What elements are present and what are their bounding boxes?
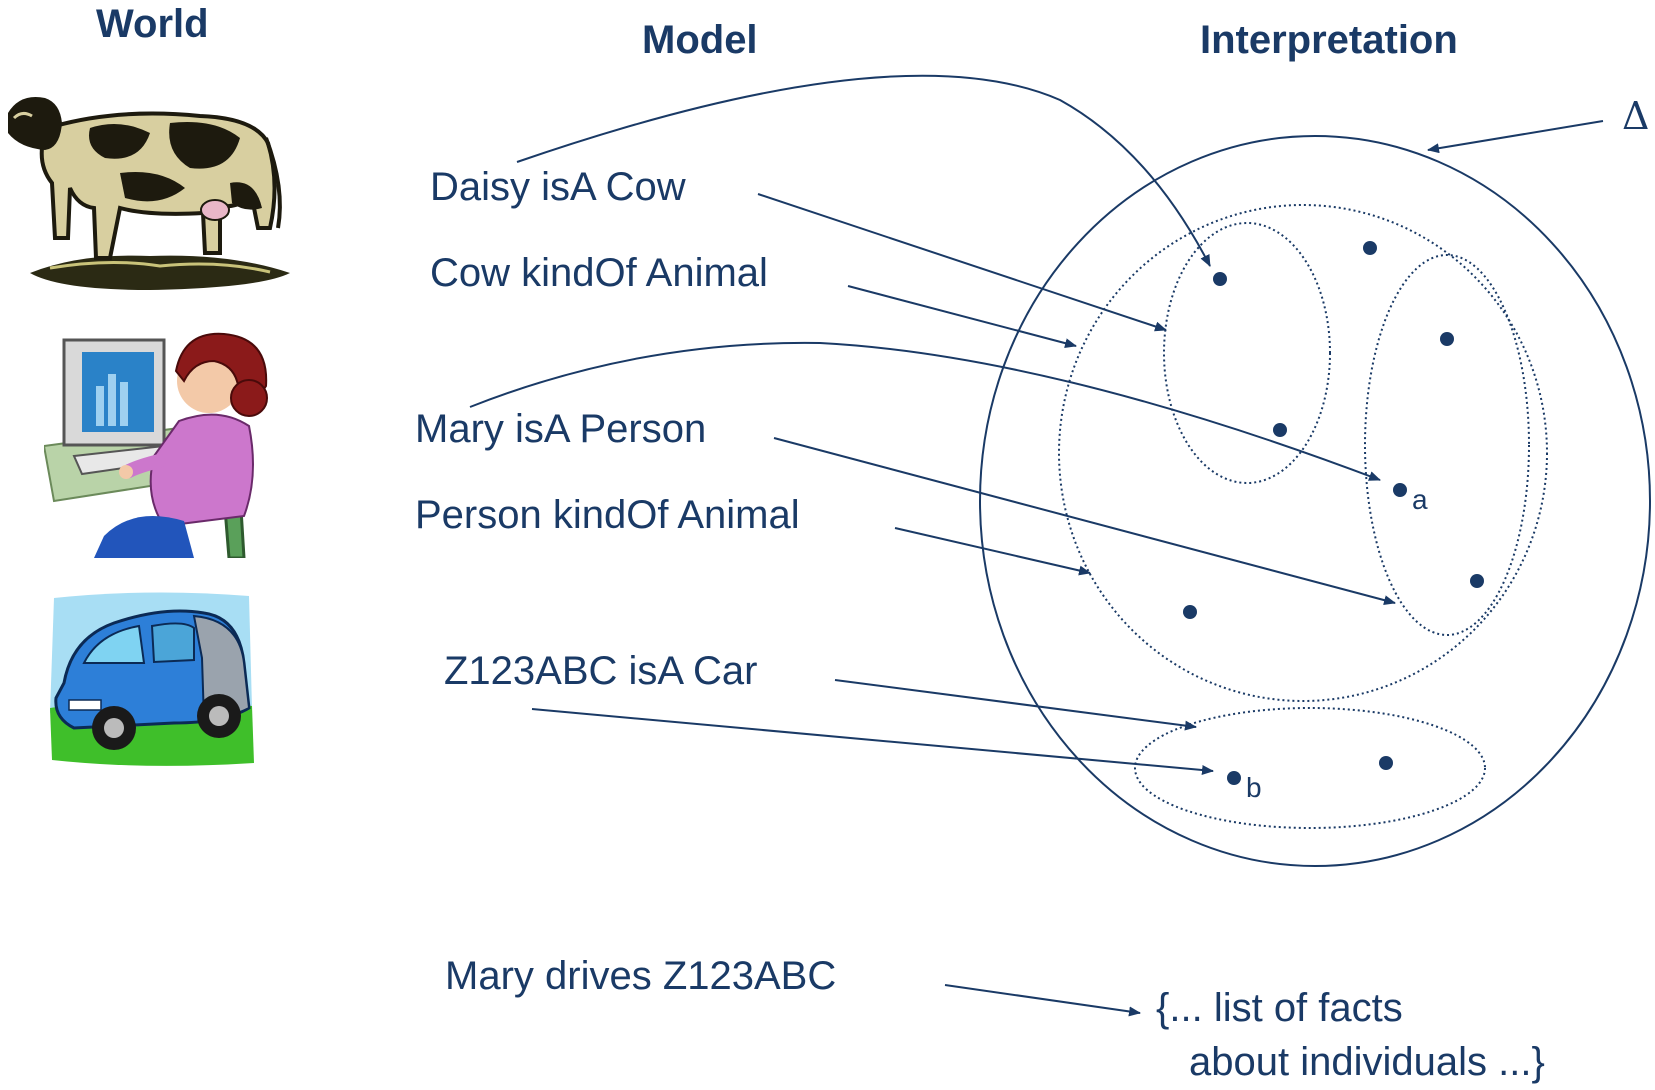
domain-delta-label: Δ [1622, 94, 1650, 138]
interpretation-header: Interpretation [1200, 18, 1458, 62]
delta-arrow [1427, 120, 1604, 154]
model-statement-mary-isa-person: Mary isA Person [415, 407, 707, 451]
individual-dot [1363, 241, 1377, 255]
model-statement-mary-drives-z123abc: Mary drives Z123ABC [445, 954, 837, 998]
mary-to-individual-a-arrow [469, 341, 1381, 481]
daisy-to-individual-arrow [516, 74, 1211, 267]
cow-set [1163, 222, 1331, 484]
facts-about-individuals-line2: about individuals ...} [1189, 1040, 1545, 1084]
daisy-to-cow-set-arrow [757, 193, 1167, 332]
individual-dot [1183, 605, 1197, 619]
individual-dot [1273, 423, 1287, 437]
cow-to-animal-set-arrow [847, 285, 1077, 349]
individual-b-label: b [1246, 772, 1262, 803]
individual-dot [1470, 574, 1484, 588]
model-statement-daisy-isa-cow: Daisy isA Cow [430, 165, 686, 209]
mary-to-person-set-arrow [773, 437, 1396, 606]
world-header: World [96, 2, 209, 46]
car-set [1134, 707, 1486, 829]
individual-dot [1379, 756, 1393, 770]
model-header: Model [642, 18, 758, 62]
person-set [1364, 254, 1530, 636]
drives-to-facts-arrow [944, 984, 1141, 1017]
person-to-animal-set-arrow [894, 527, 1091, 576]
domain-circle [979, 135, 1651, 867]
model-statement-z123abc-isa-car: Z123ABC isA Car [444, 649, 758, 693]
individual-daisy-dot [1213, 272, 1227, 286]
facts-about-individuals-line1: {... list of facts [1156, 986, 1403, 1030]
blue-car-image [50, 592, 254, 766]
z123abc-to-car-set-arrow [834, 679, 1197, 731]
cow-image [8, 97, 290, 290]
individual-a-dot [1393, 483, 1407, 497]
individual-b-dot [1227, 771, 1241, 785]
model-statement-cow-kindof-animal: Cow kindOf Animal [430, 251, 768, 295]
person-at-computer-image [44, 332, 268, 558]
z123abc-to-individual-b-arrow [531, 708, 1214, 775]
individual-a-label: a [1412, 484, 1428, 515]
individual-dot [1440, 332, 1454, 346]
animal-set [1058, 204, 1548, 702]
model-statement-person-kindof-animal: Person kindOf Animal [415, 493, 800, 537]
